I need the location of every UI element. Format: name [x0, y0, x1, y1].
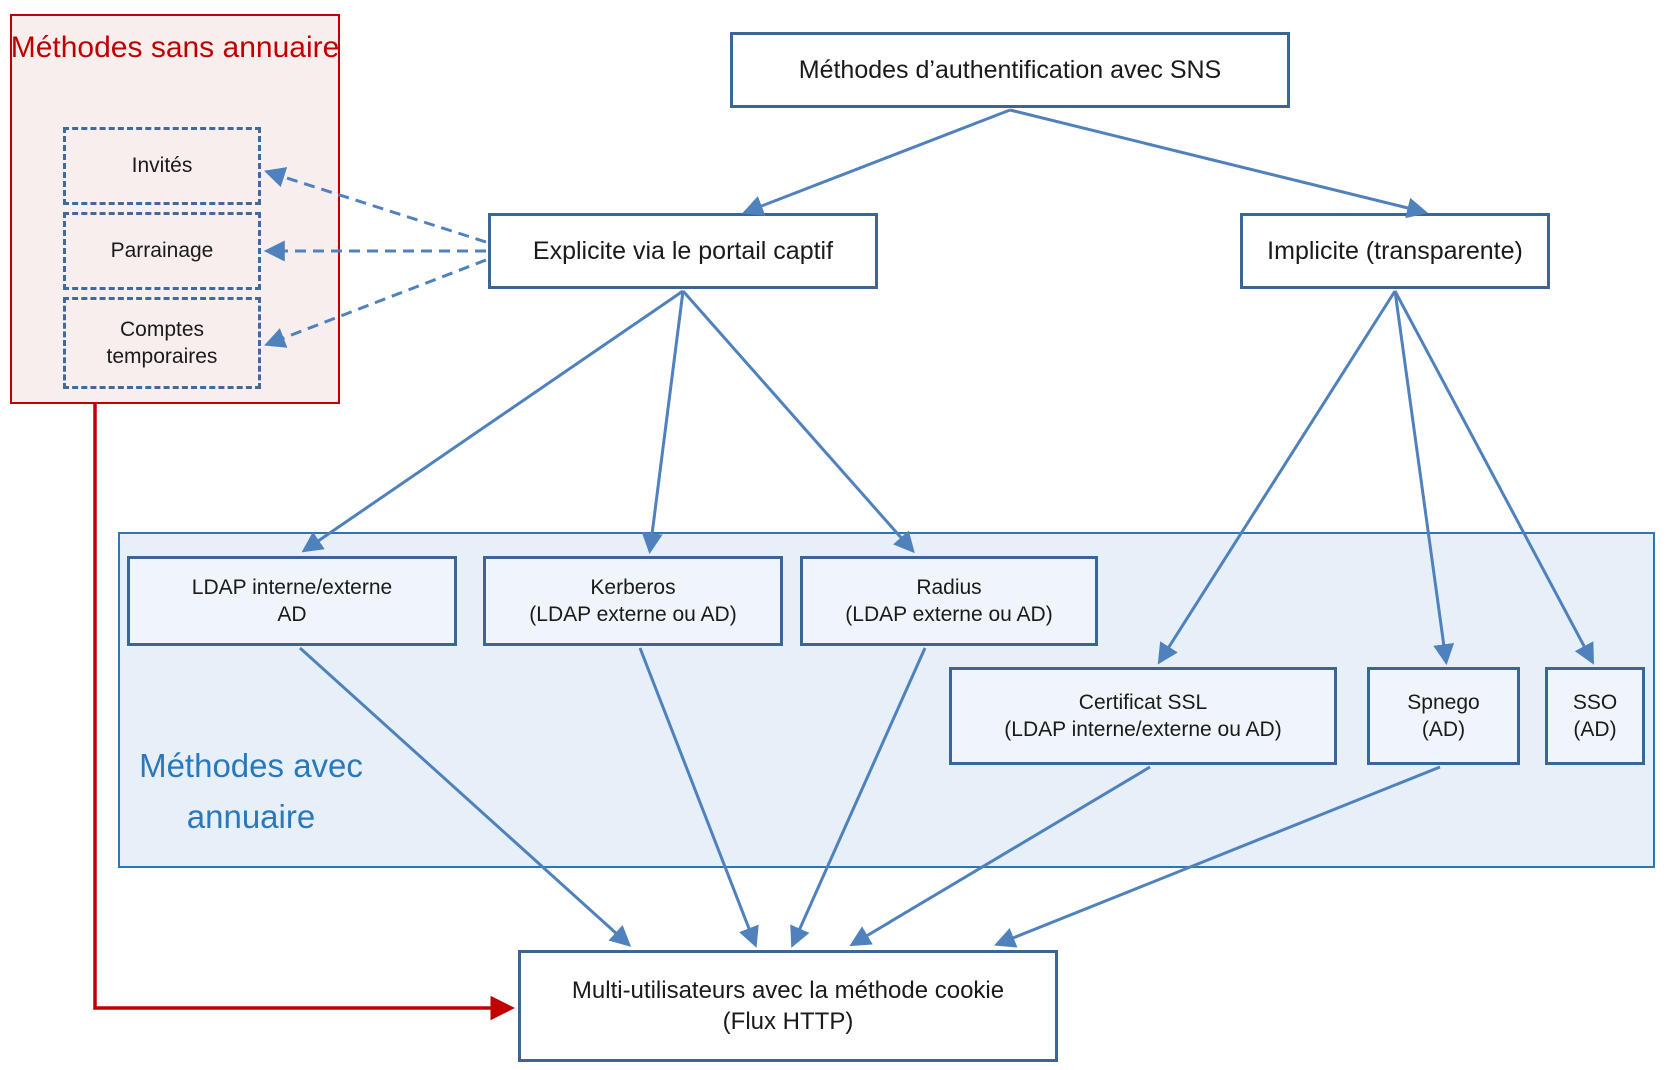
node-certificat-ssl: Certificat SSL (LDAP interne/externe ou … [949, 667, 1337, 765]
node-implicite-label: Implicite (transparente) [1267, 236, 1523, 265]
node-multi-utilisateurs-line1: Multi-utilisateurs avec la méthode cooki… [571, 976, 1005, 1004]
node-radius-line2: (LDAP externe ou AD) [845, 603, 1053, 626]
node-comptes-temporaires: Comptes temporaires [63, 297, 261, 389]
node-radius: Radius (LDAP externe ou AD) [800, 556, 1098, 646]
node-spnego: Spnego (AD) [1367, 667, 1520, 765]
node-sso-line1: SSO [1572, 690, 1618, 714]
arrow-explicite-to-radius [681, 290, 915, 554]
node-explicite-label: Explicite via le portail captif [532, 236, 834, 265]
node-spnego-line1: Spnego [1407, 690, 1480, 714]
group-title-avec-annuaire-line1: Méthodes [139, 747, 285, 784]
node-comptes-temporaires-line2: temporaires [106, 345, 218, 368]
node-sso-line2: (AD) [1573, 718, 1617, 741]
arrow-explicite-to-kerberos [641, 290, 685, 555]
node-certificat-ssl-line1: Certificat SSL [1078, 690, 1208, 714]
node-certificat-ssl-line2: (LDAP interne/externe ou AD) [1004, 718, 1282, 741]
node-ldap: LDAP interne/externe AD [127, 556, 457, 646]
node-multi-utilisateurs: Multi-utilisateurs avec la méthode cooki… [518, 950, 1058, 1062]
arrow-sns-to-implicite [1009, 108, 1429, 219]
node-comptes-temporaires-line1: Comptes [119, 317, 205, 341]
node-ldap-line2: AD [277, 603, 307, 626]
node-kerberos-line1: Kerberos [590, 575, 676, 599]
node-invites-label: Invités [131, 154, 193, 178]
node-kerberos: Kerberos (LDAP externe ou AD) [483, 556, 783, 646]
node-kerberos-line2: (LDAP externe ou AD) [529, 603, 737, 626]
node-invites: Invités [63, 127, 261, 205]
node-radius-line1: Radius [916, 575, 982, 599]
arrow-sns-to-explicite [742, 108, 1011, 216]
node-spnego-line2: (AD) [1421, 718, 1466, 741]
group-title-avec-annuaire: Méthodes avec annuaire [118, 740, 384, 842]
node-implicite: Implicite (transparente) [1240, 213, 1550, 289]
group-title-sans-annuaire-line1: Méthodes [10, 31, 143, 64]
arrow-explicite-to-ldap [301, 289, 684, 553]
node-sns-root-label: Méthodes d’authentification avec SNS [798, 55, 1222, 84]
group-title-sans-annuaire: Méthodes sans annuaire [10, 26, 340, 70]
node-parrainage: Parrainage [63, 212, 261, 290]
node-ldap-line1: LDAP interne/externe [191, 575, 393, 599]
node-multi-utilisateurs-line2: (Flux HTTP) [722, 1008, 854, 1035]
node-explicite: Explicite via le portail captif [488, 213, 878, 289]
node-sso: SSO (AD) [1545, 667, 1645, 765]
node-sns-root: Méthodes d’authentification avec SNS [730, 32, 1290, 108]
node-parrainage-label: Parrainage [110, 239, 214, 263]
group-title-sans-annuaire-line2: sans annuaire [150, 31, 340, 64]
